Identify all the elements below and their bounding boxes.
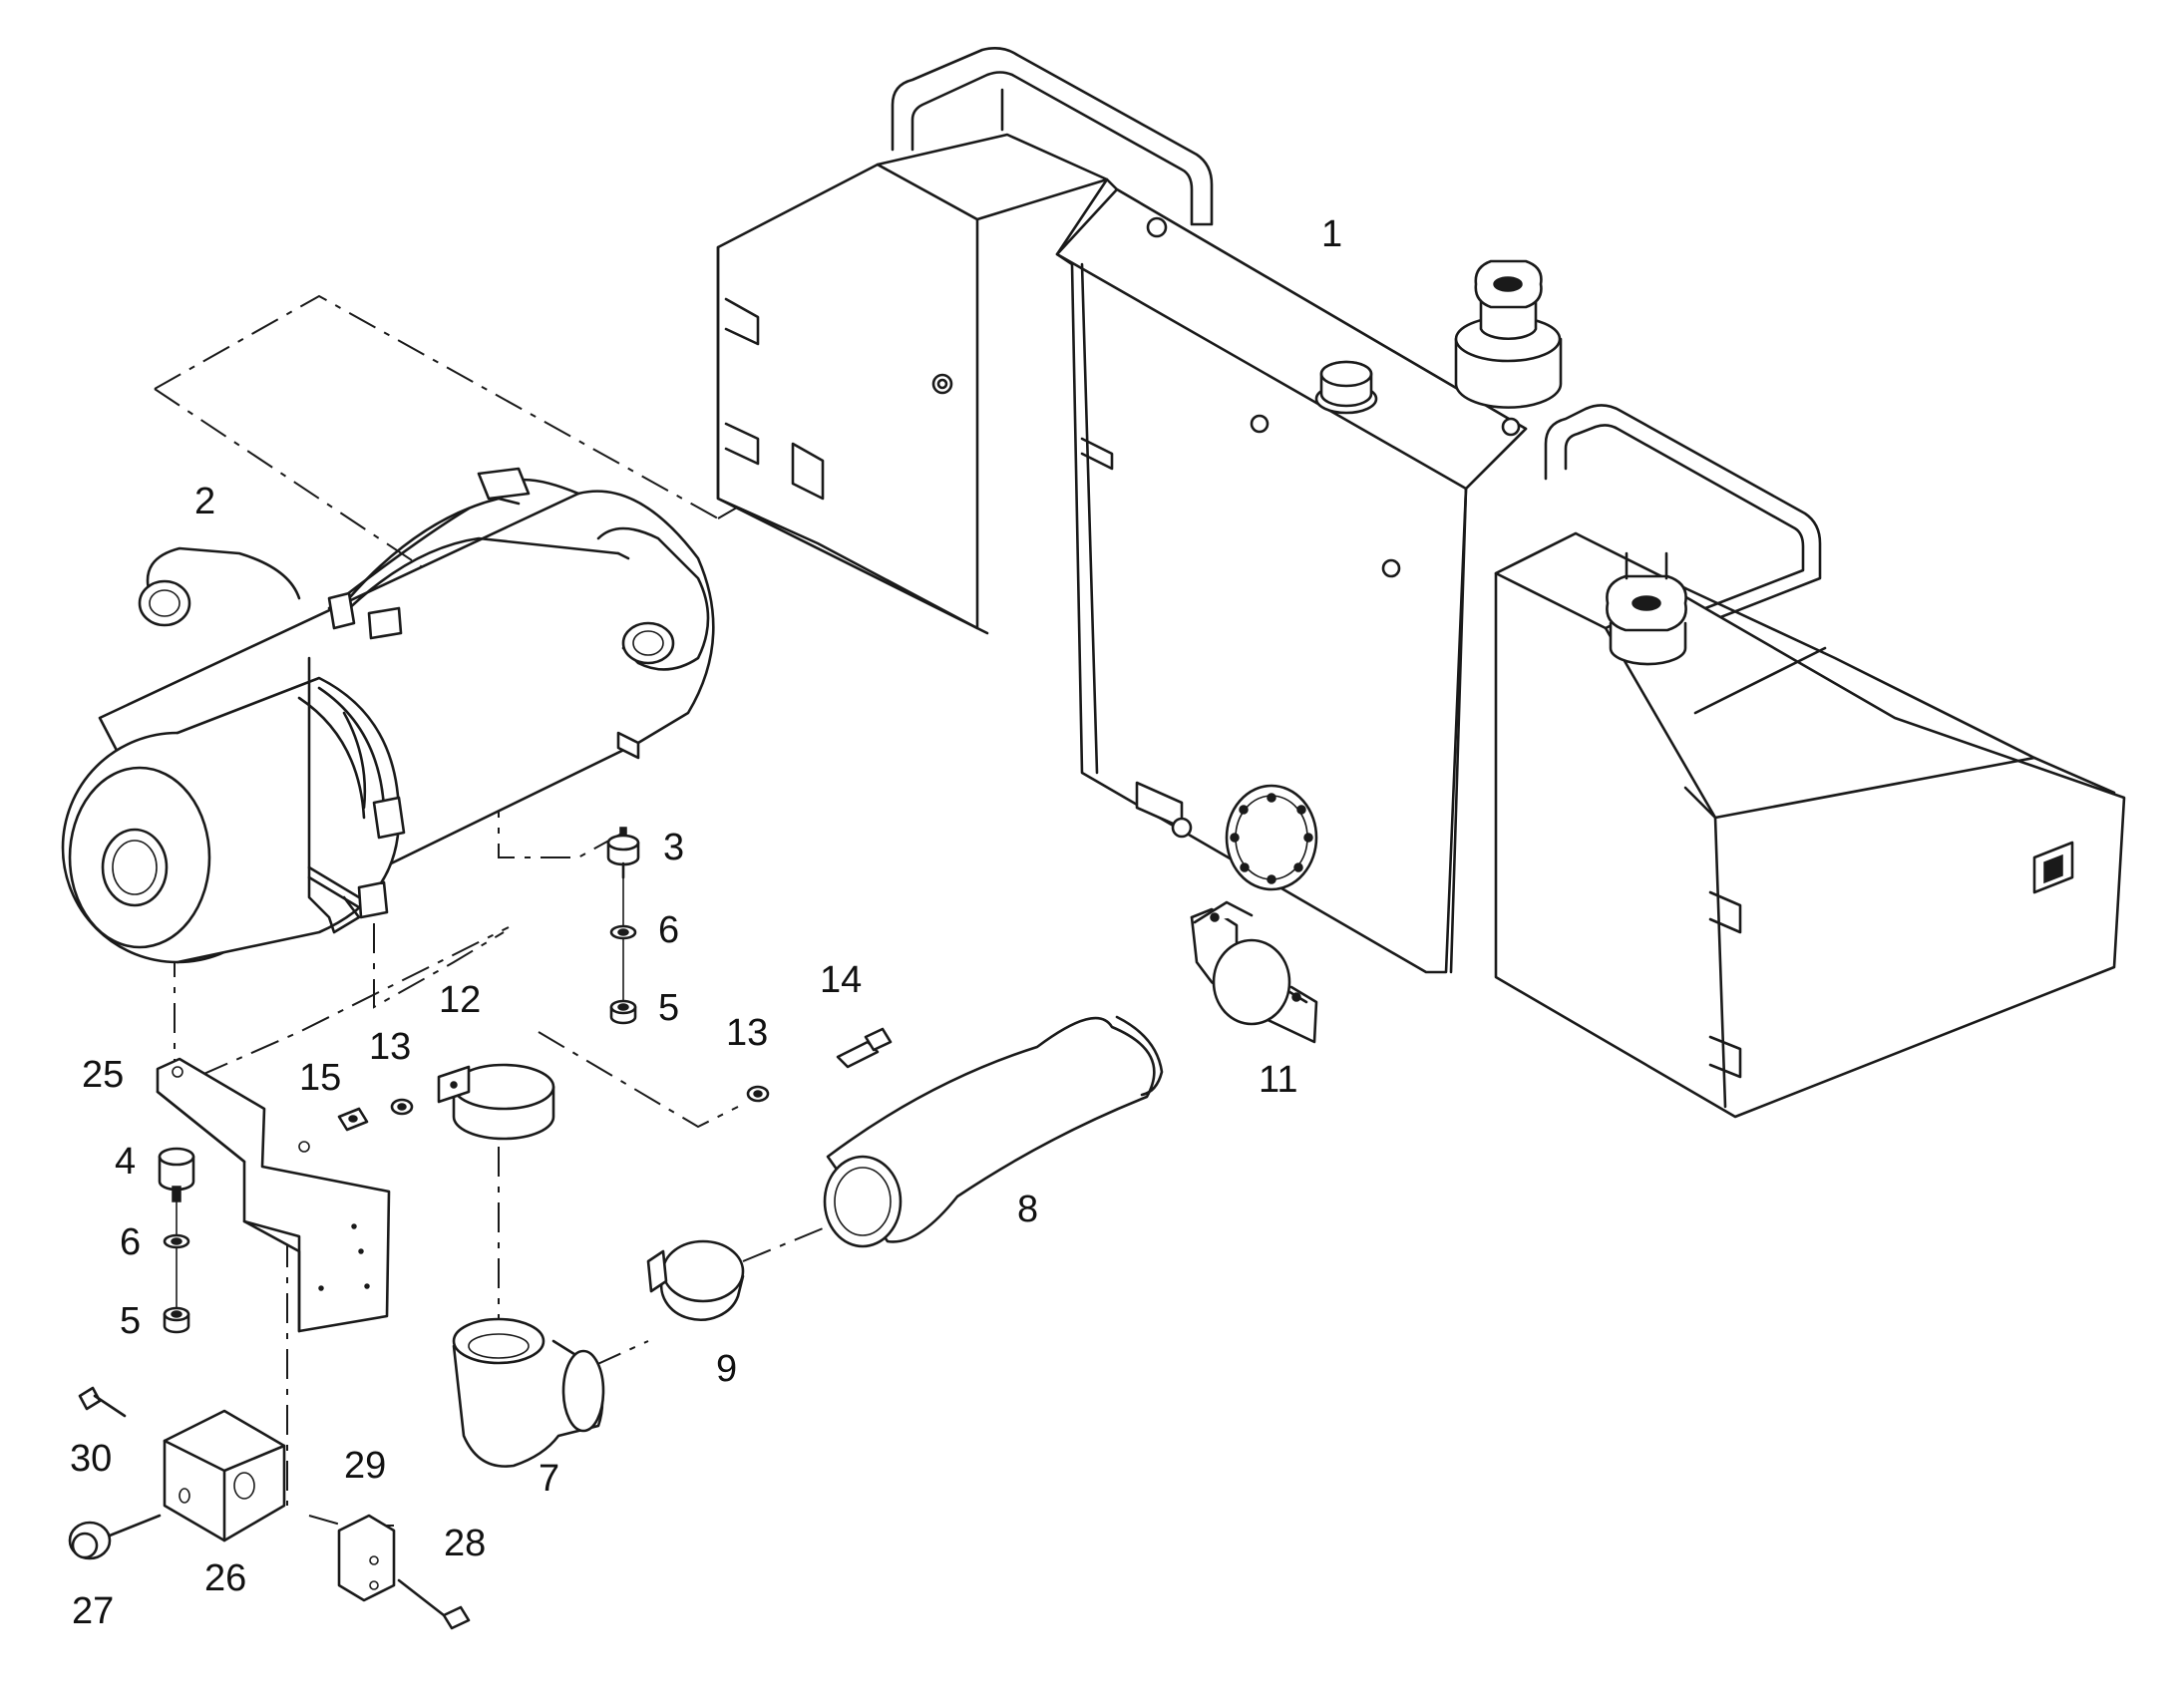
callout-25: 25	[82, 1054, 124, 1096]
callout-13b: 13	[726, 1012, 768, 1054]
callout-labels: 1 2 3 6 5 14 12 13 13 11 25 15 4 6 5 8 9…	[70, 213, 1342, 1632]
part-2-heater	[61, 467, 715, 964]
part-6-washer-b	[163, 1233, 190, 1249]
callout-13a: 13	[369, 1026, 411, 1068]
callout-2: 2	[194, 481, 215, 522]
callout-9: 9	[716, 1348, 737, 1390]
part-13-washer-a	[390, 1098, 414, 1116]
part-6-washer-a	[609, 924, 637, 940]
part-13-washer-b	[746, 1085, 770, 1103]
part-4-mount	[158, 1147, 195, 1316]
callout-26: 26	[204, 1557, 246, 1599]
part-25-bracket	[156, 1057, 391, 1333]
part-9-hose-clamp	[646, 1239, 745, 1321]
callout-12: 12	[439, 979, 481, 1021]
part-1-tank-assembly	[716, 47, 2126, 1119]
part-30-bolt	[78, 1386, 127, 1418]
callout-15: 15	[299, 1057, 341, 1099]
callout-27: 27	[72, 1590, 114, 1632]
callout-1: 1	[1321, 213, 1342, 255]
callout-30: 30	[70, 1438, 112, 1480]
callout-8: 8	[1017, 1189, 1038, 1230]
callout-11: 11	[1259, 1059, 1297, 1101]
part-5-nut-a	[609, 999, 637, 1025]
callout-29: 29	[344, 1445, 386, 1487]
callout-4: 4	[115, 1141, 136, 1183]
callout-7: 7	[539, 1458, 559, 1500]
callout-5a: 5	[658, 987, 679, 1029]
callout-6b: 6	[120, 1221, 141, 1263]
part-7-elbow	[452, 1317, 605, 1468]
part-29-switch	[337, 1514, 396, 1602]
part-14-bolt	[836, 1027, 893, 1069]
part-28-plug	[397, 1578, 471, 1630]
part-12-clamp	[437, 1063, 555, 1141]
callout-5b: 5	[120, 1300, 141, 1342]
part-11-pipe-clamp	[1190, 900, 1318, 1044]
callout-6a: 6	[658, 909, 679, 951]
part-8-hose	[823, 1015, 1164, 1248]
callout-14: 14	[820, 959, 862, 1001]
part-15-nut	[337, 1107, 369, 1132]
callout-3: 3	[663, 827, 684, 868]
assembly-centerlines	[154, 294, 874, 1527]
callout-28: 28	[444, 1523, 486, 1564]
part-26-housing	[163, 1409, 286, 1542]
part-27-gland	[68, 1514, 162, 1560]
part-5-nut-b	[163, 1306, 190, 1334]
part-3-mount	[606, 827, 640, 1017]
